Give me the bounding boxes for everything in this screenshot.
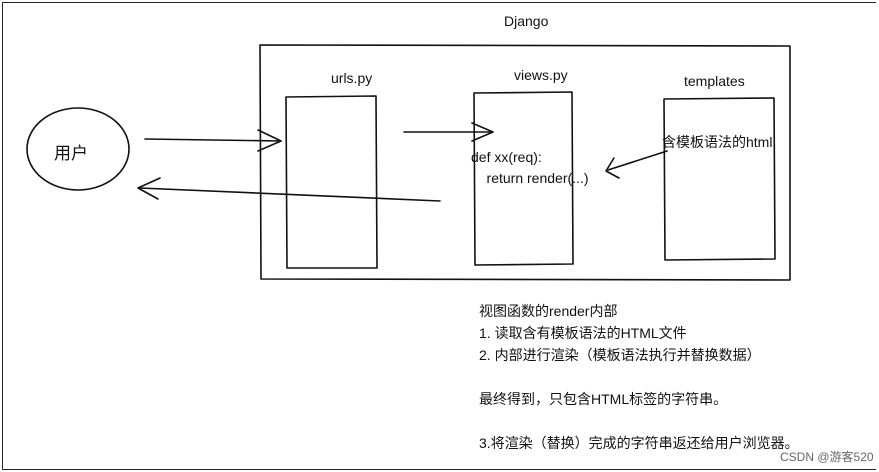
django-label: Django: [504, 13, 549, 29]
django-container: [259, 44, 791, 281]
note-line: 3.将渲染（替换）完成的字符串返还给用户浏览器。: [479, 435, 799, 451]
views-label: views.py: [514, 67, 568, 83]
views-box: [473, 91, 574, 266]
urls-label: urls.py: [331, 70, 373, 86]
template-content-label: 含模板语法的html: [662, 134, 773, 150]
views-code-line: return render(...): [471, 170, 589, 186]
views-code-line: def xx(req):: [471, 149, 542, 165]
note-line: 视图函数的render内部: [479, 303, 618, 319]
templates-label: templates: [684, 73, 745, 89]
note-line: [479, 410, 799, 432]
watermark: CSDN @游客520: [780, 450, 874, 464]
note-line: 2. 内部进行渲染（模板语法执行并替换数据）: [479, 347, 761, 363]
arrow-response-to-user: [139, 187, 441, 202]
urls-box: [285, 95, 378, 269]
user-label: 用户: [54, 144, 88, 163]
arrow-templates-to-views: [607, 150, 668, 171]
note-line: 最终得到，只包含HTML标签的字符串。: [479, 391, 728, 407]
note-line: 1. 读取含有模板语法的HTML文件: [479, 325, 687, 341]
user-circle: [26, 107, 130, 191]
note-line: [479, 366, 799, 388]
views-code: def xx(req): return render(...): [471, 147, 588, 189]
notes-block: 视图函数的render内部 1. 读取含有模板语法的HTML文件 2. 内部进行…: [479, 300, 799, 454]
templates-box: [663, 97, 776, 261]
arrow-user-to-urls: [144, 138, 282, 142]
